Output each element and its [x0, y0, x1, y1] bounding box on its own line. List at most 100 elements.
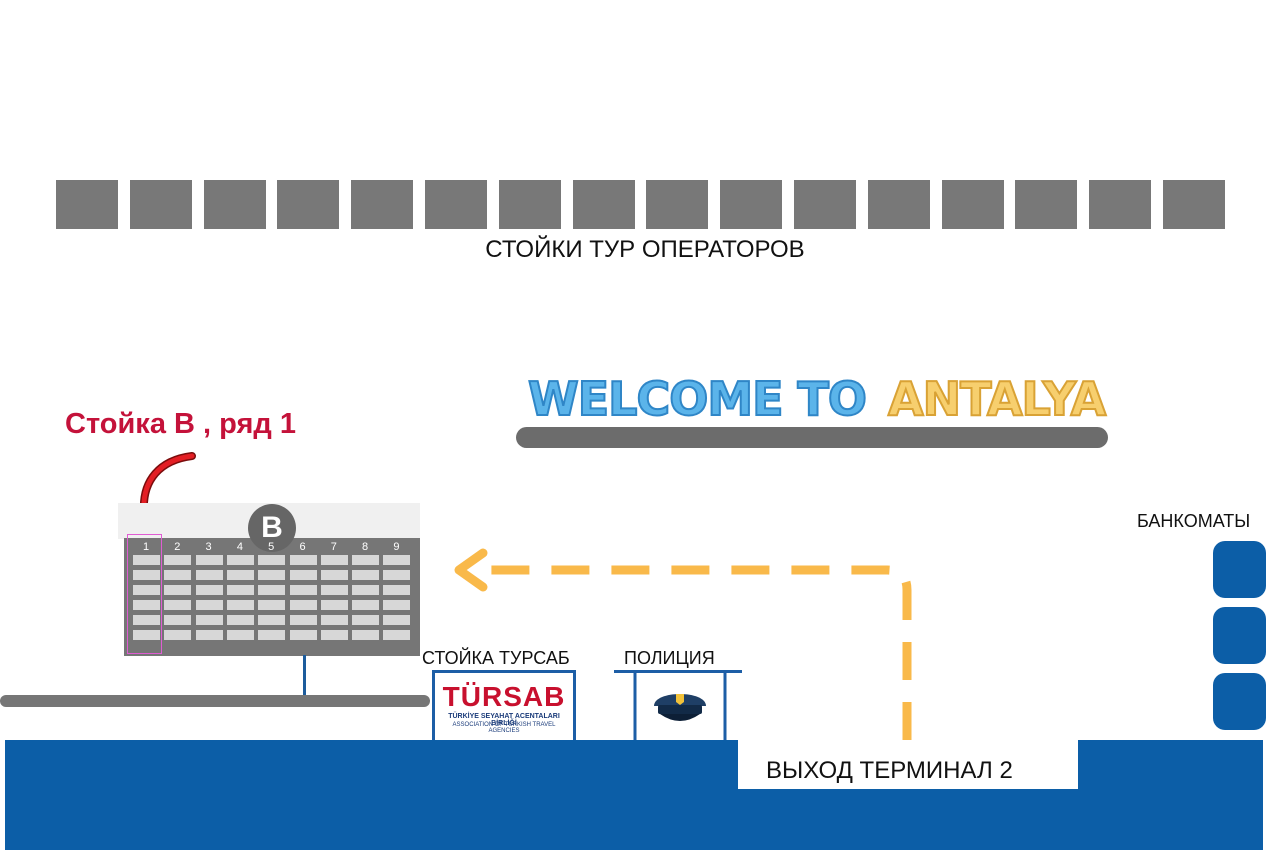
desk [133, 585, 160, 595]
desk [383, 585, 411, 595]
desk [383, 615, 411, 625]
desk [258, 585, 286, 595]
tursab-label: СТОЙКА ТУРСАБ [422, 648, 570, 668]
police-cap-icon [654, 694, 706, 721]
desk [226, 585, 254, 595]
atm-label: БАНКОМАТЫ [1137, 511, 1251, 531]
stand-b-label: Стойка В , ряд 1 [65, 408, 296, 440]
desk [195, 615, 223, 625]
desk [383, 570, 411, 580]
desk [133, 630, 160, 640]
desk [289, 600, 317, 610]
tour-operator-counters-label: СТОЙКИ ТУР ОПЕРАТОРОВ [485, 236, 805, 263]
desk [226, 630, 254, 640]
tursab-subtitle-en: ASSOCIATION OF TURKISH TRAVEL AGENCIES [452, 722, 556, 734]
desk [195, 570, 223, 580]
desk [164, 555, 192, 565]
desk [383, 630, 411, 640]
desk [226, 555, 254, 565]
desk [164, 630, 192, 640]
tour-operator-counter [1163, 180, 1225, 229]
column-number: 3 [205, 541, 212, 553]
tour-operator-counter [941, 180, 1004, 229]
exit-label: ВЫХОД ТЕРМИНАЛ 2 [766, 757, 1013, 784]
dashed-route-arrow-icon [454, 548, 912, 740]
desk [352, 630, 380, 640]
desk [164, 600, 192, 610]
welcome-sign: WELCOME TO ANTALYA [527, 371, 1107, 427]
desk [352, 585, 380, 595]
atm [1213, 607, 1266, 664]
desk [195, 585, 223, 595]
tour-operator-counter [867, 180, 930, 229]
desk [289, 585, 317, 595]
column-number: 6 [299, 541, 306, 553]
desk [133, 570, 160, 580]
desk [133, 615, 160, 625]
desk [352, 600, 380, 610]
desk [258, 555, 286, 565]
desk [320, 600, 348, 610]
tour-operator-counter [498, 180, 561, 229]
desk [195, 555, 223, 565]
stand-b-badge: B [248, 504, 296, 552]
tour-operator-counter [351, 180, 414, 229]
desk [289, 570, 317, 580]
desk [352, 555, 380, 565]
desk [258, 615, 286, 625]
tour-operator-counter [646, 180, 709, 229]
tour-operator-counter [203, 180, 266, 229]
tursab-subtitle: TÜRKİYE SEYAHAT ACENTALARI BİRLİĞİ [448, 713, 560, 727]
desk [320, 585, 348, 595]
welcome-text: WELCOME TO [527, 371, 868, 427]
desk [133, 555, 160, 565]
atm [1213, 673, 1266, 730]
desk [320, 555, 348, 565]
tour-operator-counter [794, 180, 856, 229]
antalya-text: ANTALYA [887, 371, 1107, 427]
desk [226, 615, 254, 625]
atm [1213, 541, 1266, 598]
column-number: 5 [268, 541, 275, 553]
tour-operator-counter [572, 180, 635, 229]
desk [289, 615, 317, 625]
column-number: 9 [393, 541, 400, 553]
desk [195, 630, 223, 640]
row-1-highlight [127, 534, 162, 654]
column-number: 4 [236, 541, 243, 553]
desk [195, 600, 223, 610]
tour-operator-counter [56, 180, 118, 229]
desk [320, 615, 348, 625]
tour-operator-counter [720, 180, 783, 229]
desk [289, 630, 317, 640]
desk [289, 555, 317, 565]
desk [258, 600, 286, 610]
tursab-sign [432, 670, 576, 742]
stand-post [303, 655, 306, 695]
desk [133, 600, 160, 610]
tour-operator-counter [1015, 180, 1078, 229]
desk [352, 615, 380, 625]
desk [164, 615, 192, 625]
column-number: 8 [362, 541, 369, 553]
tour-operator-counter [425, 180, 487, 229]
desk [352, 570, 380, 580]
desk [383, 600, 411, 610]
tour-operator-counter [277, 180, 340, 229]
desk [320, 570, 348, 580]
wall-line [0, 695, 430, 707]
desk [383, 555, 411, 565]
police-booth [614, 670, 742, 742]
welcome-bar [516, 427, 1108, 448]
terminal-exit [738, 740, 1078, 789]
desk [164, 585, 192, 595]
desk [164, 570, 192, 580]
column-number: 1 [142, 541, 150, 553]
desk [258, 630, 286, 640]
police-label: ПОЛИЦИЯ [624, 648, 715, 668]
desk [226, 600, 254, 610]
tour-operator-counter [129, 180, 192, 229]
desk [226, 570, 254, 580]
column-number: 2 [174, 541, 181, 553]
